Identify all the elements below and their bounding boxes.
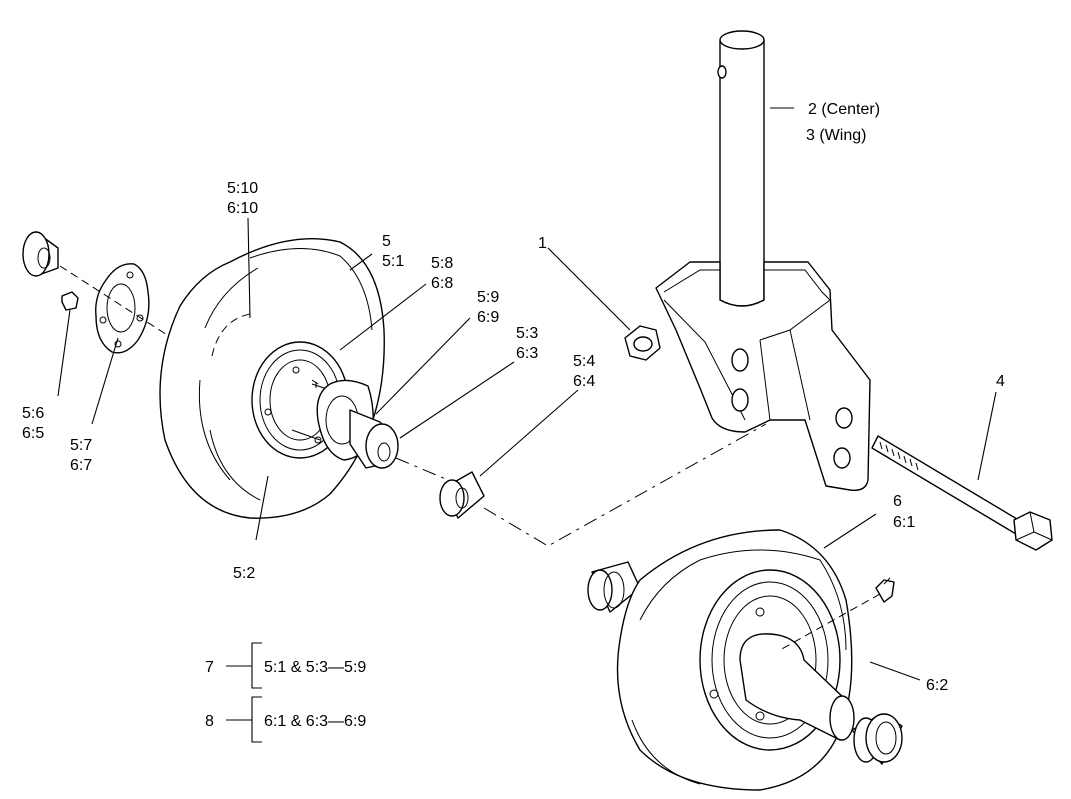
- callout-6-5: 6:5: [22, 425, 44, 442]
- callout-5-8: 5:8: [431, 255, 453, 272]
- flange-plate: [95, 263, 150, 354]
- kit-7-contents: 5:1 & 5:3—5:9: [264, 659, 366, 676]
- callout-5-10: 5:10: [227, 180, 258, 197]
- callout-5-1: 5:1: [382, 253, 404, 270]
- leader-lines: [57, 107, 997, 681]
- callout-5: 5: [382, 233, 391, 250]
- kit-8-contents: 6:1 & 6:3—6:9: [264, 713, 366, 730]
- caster-stem: [717, 30, 765, 307]
- bearing-left: [22, 231, 59, 277]
- callout-6-1: 6:1: [893, 514, 915, 531]
- callout-4: 4: [996, 373, 1005, 390]
- bearing-right: [439, 471, 485, 519]
- callout-6-8: 6:8: [431, 275, 453, 292]
- callout-5-3: 5:3: [516, 325, 538, 342]
- callout-1: 1: [538, 235, 547, 252]
- caster-fork-bracket: [655, 261, 871, 491]
- kit-brackets: [226, 642, 262, 743]
- callout-3: 3 (Wing): [806, 127, 866, 144]
- callout-6-7: 6:7: [70, 457, 92, 474]
- callout-6-10: 6:10: [227, 200, 258, 217]
- callout-5-2: 5:2: [233, 565, 255, 582]
- callout-6-3: 6:3: [516, 345, 538, 362]
- callout-5-7: 5:7: [70, 437, 92, 454]
- right-wheel-assembly: [587, 529, 903, 791]
- bearing-cup-left: [587, 561, 641, 613]
- hub-centerline: [779, 593, 881, 651]
- callout-6-2: 6:2: [926, 677, 948, 694]
- kit-7-number: 7: [205, 659, 214, 676]
- grease-fitting-right: [875, 577, 895, 603]
- left-wheel-assembly: [22, 231, 485, 519]
- hub-right: [739, 633, 855, 741]
- hub-spacer: [349, 409, 399, 469]
- axle-centerline: [395, 423, 767, 547]
- axle-bolt: [871, 435, 1053, 551]
- callout-2: 2 (Center): [808, 101, 880, 118]
- bearing-cup-right: [851, 713, 903, 765]
- callout-6-4: 6:4: [573, 373, 595, 390]
- lock-nut: [624, 325, 661, 361]
- callout-5-6: 5:6: [22, 405, 44, 422]
- callout-6: 6: [893, 493, 902, 510]
- callout-6-9: 6:9: [477, 309, 499, 326]
- grease-fitting-left: [61, 291, 79, 311]
- callout-5-9: 5:9: [477, 289, 499, 306]
- callout-5-4: 5:4: [573, 353, 595, 370]
- kit-8-number: 8: [205, 713, 214, 730]
